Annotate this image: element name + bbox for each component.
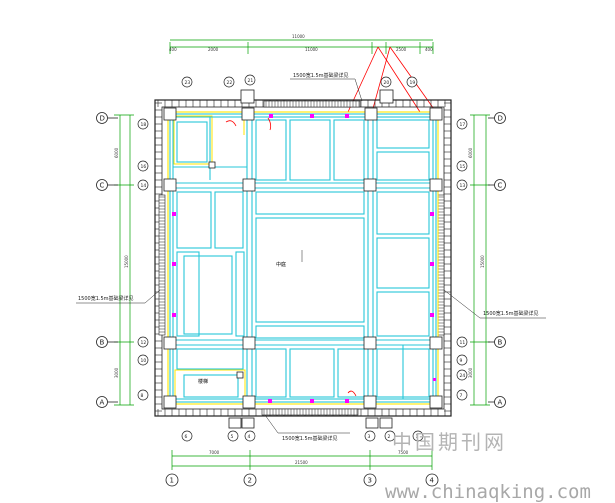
hatched-bars <box>158 100 445 416</box>
small-bubble <box>412 430 424 442</box>
dim-right-3: 3000 <box>468 367 473 378</box>
hatched-bar-lines <box>159 101 444 415</box>
small-bubble <box>137 160 149 172</box>
small-bubble-label: 16 <box>141 164 147 170</box>
column-axis-bubbles <box>165 473 439 487</box>
dim-bottom-overall: 21500 <box>295 460 308 465</box>
small-bubble <box>456 369 468 381</box>
small-bubble <box>137 179 149 191</box>
small-bubble <box>456 118 468 130</box>
small-bubble <box>227 430 239 442</box>
top-dimension-chain <box>169 39 434 54</box>
small-bubble-label: 8 <box>141 393 144 399</box>
dim-bottom-2: 7500 <box>398 450 409 455</box>
dim-top-overall: 11000 <box>292 34 305 39</box>
small-bubble-label: 11 <box>460 340 466 346</box>
small-bubble-label: 20 <box>384 80 390 86</box>
small-bubble <box>406 76 418 88</box>
axis-label-1: 1 <box>170 477 174 485</box>
red-marks <box>225 117 357 397</box>
axis-label-A-right: A <box>498 399 503 407</box>
dim-right-1: 6000 <box>468 147 473 158</box>
small-bubble <box>181 76 193 88</box>
column-pads <box>163 89 443 429</box>
dim-top-4: 400 <box>425 47 433 52</box>
small-bubble-label: 9 <box>460 358 463 364</box>
bottom-dimension-chain <box>171 450 433 470</box>
small-bubble-label: 24 <box>460 373 466 379</box>
small-bubble <box>456 336 468 348</box>
axis-label-2: 2 <box>248 477 252 485</box>
axis-label-B-right: B <box>498 339 503 347</box>
small-bubble <box>380 76 392 88</box>
small-bubble-label: 15 <box>460 164 466 170</box>
note-bottom: 1500宽1.5m基础梁详见 <box>282 435 338 442</box>
axis-label-A-left: A <box>100 399 105 407</box>
small-bubble-label: 19 <box>410 80 416 86</box>
axis-label-D-right: D <box>498 115 503 123</box>
small-bubble-label: 7 <box>460 393 463 399</box>
axis-label-D-left: D <box>100 115 105 123</box>
dim-left-2: 15000 <box>124 255 129 268</box>
small-bubble-label: 12 <box>141 340 147 346</box>
small-bubble-label: 4 <box>248 434 251 440</box>
axis-label-3: 3 <box>368 477 372 485</box>
inner-yellow-boundary <box>167 111 439 405</box>
foundation-beams <box>169 113 437 403</box>
small-bubble <box>244 430 256 442</box>
dim-top-1: 2000 <box>208 47 219 52</box>
small-bubble-label: 6 <box>185 434 188 440</box>
small-bubble <box>456 160 468 172</box>
dim-top-3: 2500 <box>396 47 407 52</box>
small-bubble-label: 17 <box>460 122 466 128</box>
dim-top-2: 11000 <box>305 47 318 52</box>
yellow-room-blocks <box>173 115 439 403</box>
watermark-url: www.chinaqking.com <box>385 481 591 503</box>
small-bubble-label: 21 <box>248 78 254 84</box>
small-bubble-label: 18 <box>141 122 147 128</box>
small-bubble-label: 14 <box>141 183 147 189</box>
small-bubble <box>456 179 468 191</box>
small-bubble-label: 2 <box>388 434 391 440</box>
small-bubble-label: 5 <box>231 434 234 440</box>
note-right: 1500宽1.5m基础梁详见 <box>483 310 539 317</box>
small-bubble <box>456 354 468 366</box>
dim-top-0: 400 <box>169 47 177 52</box>
dim-right-2: 15000 <box>480 255 485 268</box>
right-dimension-chain <box>470 114 490 406</box>
small-bubble-label: 10 <box>141 358 147 364</box>
small-bubble <box>137 389 149 401</box>
axis-label-B-left: B <box>100 339 105 347</box>
room-label-bottom-left: 楼梯 <box>198 378 208 385</box>
dim-left-1: 6000 <box>114 147 119 158</box>
small-bubble <box>223 76 235 88</box>
small-bubble <box>364 430 376 442</box>
axis-label-4: 4 <box>430 477 435 485</box>
small-bubble <box>137 354 149 366</box>
note-top: 1500宽1.5m基础梁详见 <box>293 72 349 79</box>
small-bubble <box>384 430 396 442</box>
small-bubble <box>137 336 149 348</box>
small-bubble <box>244 74 256 86</box>
small-bubble-label: 3 <box>368 434 371 440</box>
small-bubble <box>456 389 468 401</box>
row-axis-bubbles <box>96 112 506 408</box>
axis-label-C-left: C <box>100 182 105 190</box>
small-bubble-label: 1 <box>416 434 419 440</box>
pile-markers <box>172 114 436 403</box>
small-bubble-label: 23 <box>185 80 191 86</box>
dim-left-3: 3000 <box>114 367 119 378</box>
small-bubble-label: 13 <box>460 183 466 189</box>
note-leaders <box>76 78 546 434</box>
axis-label-C-right: C <box>498 182 503 190</box>
watermark-cn: 中国期刊网 <box>392 430 507 454</box>
small-bubble <box>181 430 193 442</box>
dim-bottom-1: 7000 <box>209 450 220 455</box>
note-left: 1500宽1.5m基础梁详见 <box>78 295 134 302</box>
small-bubble <box>137 118 149 130</box>
small-bubble-label: 22 <box>227 80 233 86</box>
room-label-center: 中庭 <box>276 261 286 268</box>
